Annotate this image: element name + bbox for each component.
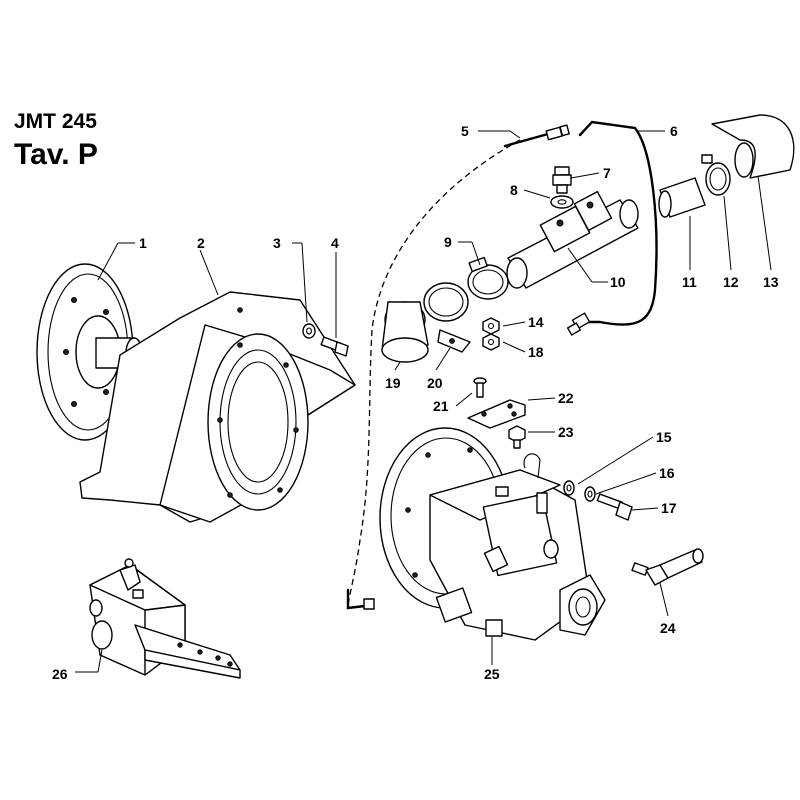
part-7-fitting — [552, 166, 572, 194]
callout-26: 26 — [52, 666, 68, 682]
callout-19: 19 — [385, 375, 401, 391]
callout-labels: 1 2 3 4 5 6 7 8 9 10 11 12 13 14 15 16 1… — [52, 123, 779, 682]
part-16-washer — [584, 486, 596, 502]
callout-21: 21 — [433, 398, 449, 414]
part-23-bolt — [508, 425, 526, 449]
callout-6: 6 — [670, 123, 678, 139]
part-4-bolt — [320, 336, 349, 357]
callout-12: 12 — [723, 274, 739, 290]
callout-13: 13 — [763, 274, 779, 290]
callout-3: 3 — [273, 235, 281, 251]
leader-lines — [75, 130, 772, 673]
part-13-elbow-hose — [711, 114, 795, 179]
callout-9: 9 — [444, 234, 452, 250]
callout-2: 2 — [197, 235, 205, 251]
part-12-clamp — [701, 154, 731, 196]
table-id: Tav. P — [14, 138, 98, 171]
callout-15: 15 — [656, 429, 672, 445]
callout-22: 22 — [558, 390, 574, 406]
part-17-bolt — [596, 493, 633, 521]
callout-23: 23 — [558, 424, 574, 440]
part-6-hose — [566, 120, 658, 336]
model-name: JMT 245 — [14, 110, 97, 133]
callout-14: 14 — [528, 314, 544, 330]
part-5-hose — [346, 124, 570, 610]
title-block: JMT 245 Tav. P — [14, 110, 98, 172]
callout-8: 8 — [510, 182, 518, 198]
part-3-washer — [302, 323, 316, 339]
part-15-washer — [563, 480, 575, 496]
part-1-flex-plate — [36, 263, 143, 441]
callout-1: 1 — [139, 235, 147, 251]
part-18-nut — [482, 333, 500, 351]
part-8-washer — [550, 195, 574, 209]
callout-25: 25 — [484, 666, 500, 682]
part-10-manifold — [506, 190, 639, 289]
part-24-sensor — [631, 548, 704, 586]
callout-4: 4 — [331, 235, 339, 251]
callout-7: 7 — [603, 165, 611, 181]
callout-16: 16 — [659, 465, 675, 481]
callout-5: 5 — [461, 123, 469, 139]
callout-20: 20 — [427, 375, 443, 391]
part-22-plate — [467, 399, 526, 429]
part-2-adapter-housing — [79, 291, 356, 523]
part-14-nut — [482, 317, 500, 335]
part-20-bracket-clamp — [423, 282, 471, 353]
part-21-screw — [473, 377, 487, 398]
part-9-clamp — [467, 256, 509, 300]
part-19-band — [381, 301, 429, 363]
part-25-gearbox — [379, 427, 606, 641]
callout-11: 11 — [682, 274, 697, 290]
callout-17: 17 — [661, 500, 677, 516]
callout-10: 10 — [610, 274, 626, 290]
callout-18: 18 — [528, 344, 544, 360]
callout-24: 24 — [660, 620, 676, 636]
part-26-mounting-bracket — [89, 558, 241, 679]
part-11-sleeve — [658, 177, 706, 218]
